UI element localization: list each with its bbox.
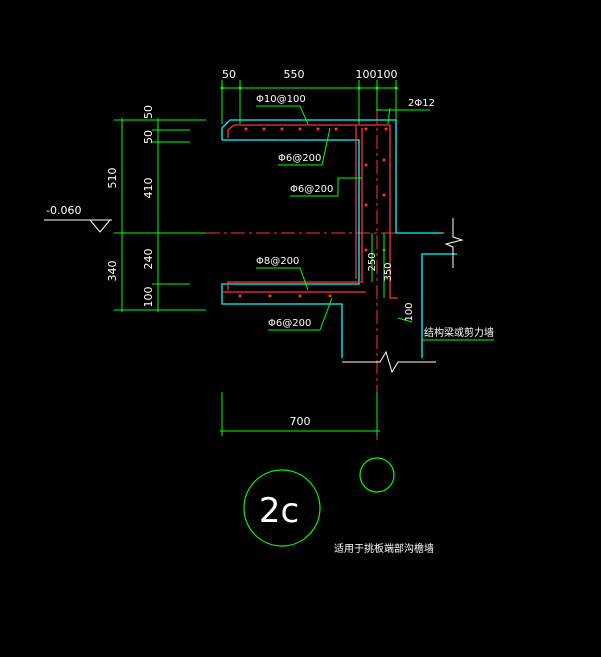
top-dim-50: 50 <box>222 68 236 81</box>
rebar-label-top-distribution: Φ6@200 <box>278 153 321 164</box>
left-dim-50-a: 50 <box>142 105 155 119</box>
drawing-caption: 适用于挑板端部沟檐墙 <box>334 542 434 555</box>
top-dimension-ticks <box>220 86 398 90</box>
top-dim-550: 550 <box>284 68 305 81</box>
inner-dimension-lines <box>371 233 385 298</box>
concrete-outline <box>221 119 457 358</box>
left-dim-50-b: 50 <box>142 130 155 144</box>
rebar-label-wall-distribution: Φ6@200 <box>290 184 333 195</box>
inner-dim-250: 250 <box>367 252 378 271</box>
left-dim-340: 340 <box>106 261 119 282</box>
left-dim-240: 240 <box>142 249 155 270</box>
right-note-structural-beam: 结构梁或剪力墙 <box>424 326 494 339</box>
bottom-dimension <box>220 392 380 436</box>
elevation-label: -0.060 <box>46 204 81 217</box>
detail-number: 2c <box>259 491 299 531</box>
rebar-label-bottom-main: Φ8@200 <box>256 256 299 267</box>
break-lines <box>342 218 464 374</box>
bottom-dim-700: 700 <box>290 415 311 428</box>
inner-dim-100: 100 <box>404 302 415 321</box>
rebar-label-bottom-distribution: Φ6@200 <box>268 318 311 329</box>
top-dim-100-a: 100 <box>356 68 377 81</box>
elevation-marker <box>44 219 112 233</box>
leader-lines <box>256 105 494 341</box>
rebar-label-corner-bars: 2Φ12 <box>408 98 435 109</box>
top-dimension-chain <box>221 80 398 124</box>
rebars <box>222 124 398 299</box>
left-dim-510: 510 <box>106 168 119 189</box>
left-dimension-chain <box>114 118 206 312</box>
left-dim-100: 100 <box>142 287 155 308</box>
detail-bubble <box>243 469 321 547</box>
axis-bubble <box>359 457 395 493</box>
left-dim-410: 410 <box>142 178 155 199</box>
rebar-label-top-longitudinal: Φ10@100 <box>256 94 306 105</box>
inner-dim-350: 350 <box>383 262 394 281</box>
top-dim-100-b: 100 <box>377 68 398 81</box>
